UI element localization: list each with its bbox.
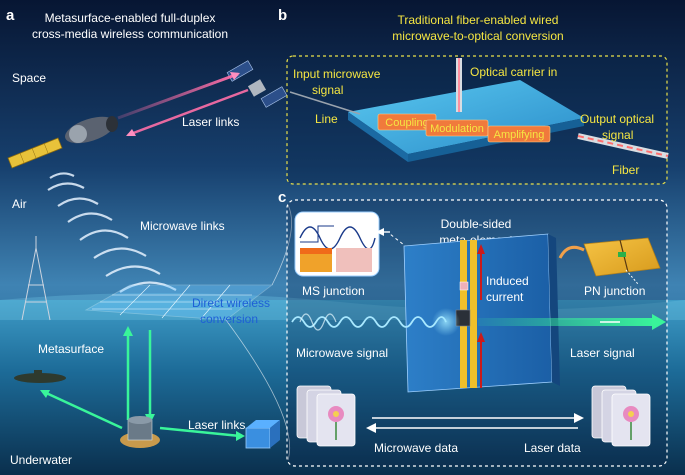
label-air: Air — [12, 197, 27, 211]
submarine-icon — [14, 370, 66, 383]
label-space: Space — [12, 71, 46, 85]
ms-junction-inset — [294, 211, 380, 277]
label-output-2: signal — [602, 128, 633, 142]
label-pn-junction: PN junction — [584, 284, 645, 298]
label-induced-1: Induced — [486, 274, 529, 288]
meta-element-board — [403, 233, 560, 393]
label-output-1: Output optical — [580, 112, 654, 126]
data-arrow-left — [366, 423, 376, 433]
data-exchange-arrows — [372, 417, 578, 429]
panel-c-letter: c — [278, 189, 286, 206]
arrow-right — [236, 431, 245, 441]
label-ms-junction: MS junction — [302, 284, 365, 298]
panel-a-letter: a — [6, 7, 15, 24]
label-microwave-data: Microwave data — [374, 441, 458, 455]
zoom-line-top — [271, 204, 292, 286]
panel-a-title-line2: cross-media wireless communication — [32, 27, 228, 41]
induced-arrow-head-2 — [477, 332, 485, 342]
label-microwave-signal: Microwave signal — [296, 346, 388, 360]
stage-modulation: Modulation — [430, 123, 484, 135]
label-fiber: Fiber — [612, 163, 639, 177]
label-line: Line — [315, 112, 338, 126]
input-line — [289, 91, 361, 115]
inset-arrow-head — [376, 228, 384, 236]
label-direct-wireless-1: Direct wireless — [192, 296, 270, 310]
label-underwater: Underwater — [10, 453, 72, 467]
label-microwave-links: Microwave links — [140, 219, 225, 233]
label-induced-2: current — [486, 290, 524, 304]
laser-links-underwater — [43, 330, 241, 438]
label-input-1: Input microwave — [293, 67, 381, 81]
microwave-signal-wave — [291, 308, 460, 336]
stage-amplifying-box — [487, 125, 551, 143]
panel-b-title-line2: microwave-to-optical conversion — [392, 29, 563, 43]
satellite-left-icon — [7, 116, 118, 169]
label-laser-data: Laser data — [524, 441, 581, 455]
zoom-line-bottom — [225, 319, 291, 461]
induced-arrow-head-1 — [477, 244, 485, 254]
pn-pointer-arrow — [558, 245, 585, 259]
microwave-waves — [47, 172, 177, 293]
output-fiber-beam — [577, 135, 669, 157]
laser-signal-beam — [478, 314, 666, 330]
panel-b-title-line1: Traditional fiber-enabled wired — [398, 13, 559, 27]
label-direct-wireless-2: conversion — [200, 312, 258, 326]
pn-junction-inset — [583, 237, 661, 277]
data-arrow-right — [574, 413, 584, 423]
label-optical-carrier: Optical carrier in — [470, 65, 557, 79]
tower-icon — [21, 236, 51, 321]
label-metasurface: Metasurface — [38, 342, 104, 356]
arrow-left — [40, 390, 50, 398]
underwater-station-icon — [120, 416, 160, 448]
ms-pointer-line — [389, 233, 465, 293]
label-input-2: signal — [312, 83, 343, 97]
label-laser-links-top: Laser links — [182, 115, 239, 129]
stage-amplifying: Amplifying — [494, 129, 545, 141]
arrow-up-1 — [123, 326, 133, 336]
laser-data-cards — [591, 385, 651, 447]
laser-links-space — [117, 72, 249, 137]
pn-label-pointer — [625, 269, 639, 285]
panel-a-title-line1: Metasurface-enabled full-duplex — [45, 11, 216, 25]
stage-coupling: Coupling — [385, 117, 428, 129]
underwater-robot-icon — [245, 420, 280, 449]
label-laser-links-bottom: Laser links — [188, 418, 245, 432]
label-laser-signal: Laser signal — [570, 346, 635, 360]
microwave-data-cards — [296, 385, 356, 447]
label-meta-1: Double-sided — [441, 217, 512, 231]
panel-b-letter: b — [278, 7, 287, 24]
